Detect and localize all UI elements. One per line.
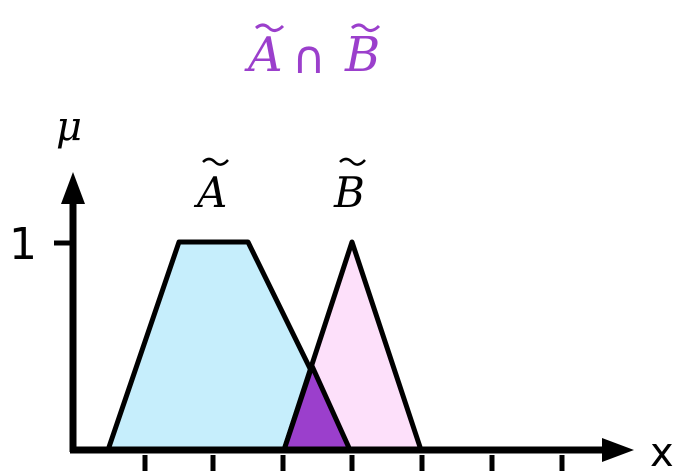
diagram-title: A ∩ B	[244, 23, 381, 84]
title-set-b: B	[344, 27, 380, 83]
title-set-a: A	[244, 27, 283, 83]
set-b-label: B	[333, 168, 365, 217]
y-axis-arrow-icon	[61, 172, 85, 204]
set-a-label: A	[193, 168, 227, 217]
set-b-label-group: B	[333, 157, 366, 217]
title-intersection-symbol: ∩	[292, 30, 326, 84]
x-axis-arrow-icon	[602, 438, 634, 462]
set-a-label-group: A	[193, 157, 229, 217]
y-axis-label: μ	[56, 104, 82, 150]
set-b-tilde-icon	[339, 157, 366, 166]
title-tilde-a-icon	[255, 23, 285, 33]
x-axis-ticks	[142, 455, 565, 471]
y-tick-label-1: 1	[9, 219, 37, 270]
x-axis-label: x	[650, 430, 674, 471]
set-a-tilde-icon	[202, 157, 229, 166]
title-tilde-b-icon	[351, 23, 381, 33]
